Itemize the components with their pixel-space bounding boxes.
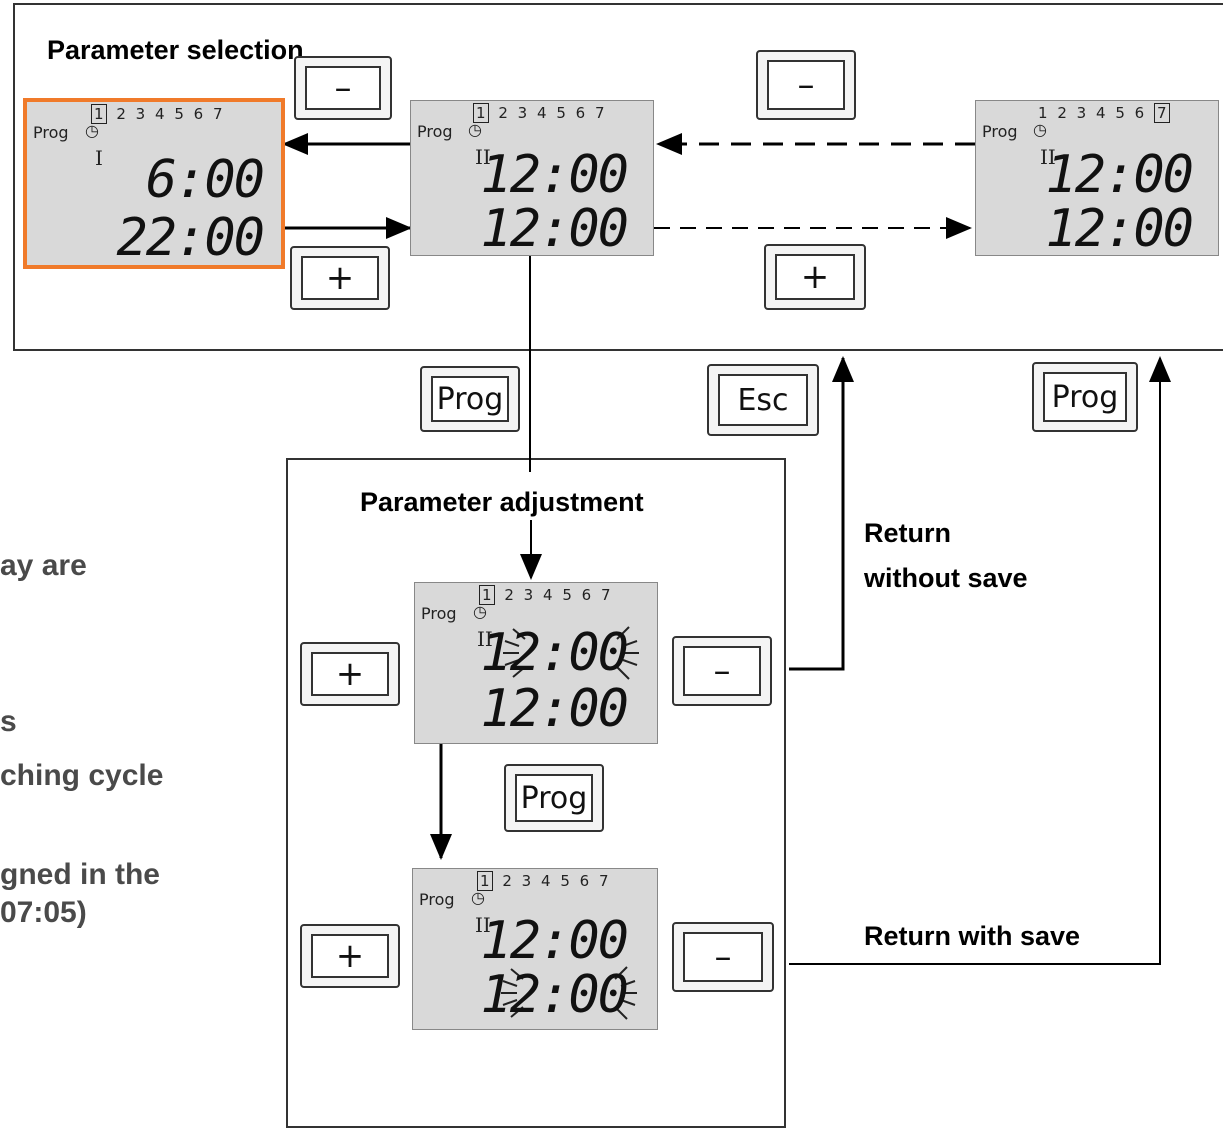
- return-without-save-label-line1: Return: [864, 518, 951, 548]
- clock-icon: ◷: [85, 123, 99, 140]
- side-text-4: gned in the: [0, 858, 160, 891]
- lcd-display-cycle-2: 1 2 3 4 5 6 7 Prog ◷ II 12:00 12:00: [410, 100, 654, 256]
- on-time: 12:00: [480, 145, 629, 205]
- lcd-display-adjust-off-time: 1 2 3 4 5 6 7 Prog ◷ II 12:00 12:00: [412, 868, 658, 1030]
- selected-day: 7: [1153, 103, 1170, 123]
- off-time: 12:00: [1045, 199, 1194, 259]
- prog-indicator: Prog: [33, 123, 69, 142]
- prog-indicator: Prog: [417, 122, 453, 141]
- off-time: 12:00: [480, 679, 629, 739]
- parameter-selection-panel: [13, 3, 1223, 351]
- cycle-indicator: I: [95, 146, 103, 170]
- prog-button-adjust[interactable]: Prog: [504, 764, 604, 832]
- parameter-adjustment-label: Parameter adjustment: [360, 487, 644, 517]
- lcd-display-adjust-on-time: 1 2 3 4 5 6 7 Prog ◷ II 12:00 12:00: [414, 582, 658, 744]
- prog-button-save[interactable]: Prog: [1032, 362, 1138, 432]
- return-with-save-label: Return with save: [864, 921, 1081, 951]
- on-time: 12:00: [1045, 145, 1194, 205]
- on-time: 12:00: [480, 911, 629, 971]
- side-text-5: 07:05): [0, 896, 87, 929]
- selected-day: 1: [473, 103, 489, 123]
- lcd-display-day-7: 1 2 3 4 5 6 7 Prog ◷ II 12:00 12:00: [975, 100, 1219, 256]
- side-text-2: s: [0, 705, 17, 738]
- plus-button-adjust-1[interactable]: +: [300, 642, 400, 706]
- weekday-row: 1 2 3 4 5 6 7: [473, 103, 605, 123]
- clock-icon: ◷: [473, 604, 487, 621]
- return-without-save-label-line2: without save: [864, 563, 1028, 593]
- prog-button-enter[interactable]: Prog: [420, 366, 520, 432]
- off-time: 22:00: [116, 208, 265, 268]
- plus-button-left[interactable]: +: [290, 246, 390, 310]
- parameter-selection-label: Parameter selection: [47, 35, 304, 65]
- blink-rays-icon: [501, 966, 637, 1020]
- clock-icon: ◷: [471, 890, 485, 907]
- side-text-1: ay are: [0, 549, 87, 582]
- minus-button-adjust-2[interactable]: –: [672, 922, 774, 992]
- selected-day: 1: [477, 871, 493, 891]
- blink-rays-icon: [503, 626, 639, 680]
- off-time-blinking: 12:00: [480, 965, 629, 1025]
- prog-indicator: Prog: [421, 604, 457, 623]
- selected-day: 1: [91, 104, 107, 124]
- clock-icon: ◷: [468, 122, 482, 139]
- cycle-indicator: II: [1040, 145, 1056, 169]
- weekday-row: 1 2 3 4 5 6 7: [91, 104, 223, 124]
- on-time-blinking: 12:00: [480, 623, 629, 683]
- minus-button-adjust-1[interactable]: –: [672, 636, 772, 706]
- clock-icon: ◷: [1033, 122, 1047, 139]
- selected-day: 1: [479, 585, 495, 605]
- cycle-indicator: II: [477, 627, 493, 651]
- lcd-display-cycle-1: 1 2 3 4 5 6 7 Prog ◷ I 6:00 22:00: [23, 98, 285, 269]
- minus-button-right[interactable]: –: [756, 50, 856, 120]
- prog-indicator: Prog: [419, 890, 455, 909]
- plus-button-right[interactable]: +: [764, 244, 866, 310]
- return-without-save-line: [789, 356, 854, 671]
- esc-button[interactable]: Esc: [707, 364, 819, 436]
- weekday-row: 1 2 3 4 5 6 7: [479, 585, 611, 605]
- plus-button-adjust-2[interactable]: +: [300, 924, 400, 988]
- cycle-indicator: II: [475, 145, 491, 169]
- minus-button-left[interactable]: –: [294, 56, 392, 120]
- return-with-save-line: [789, 356, 1171, 965]
- side-text-3: ching cycle: [0, 759, 164, 792]
- prog-indicator: Prog: [982, 122, 1018, 141]
- off-time: 12:00: [480, 199, 629, 259]
- cycle-indicator: II: [475, 913, 491, 937]
- weekday-row: 1 2 3 4 5 6 7: [1038, 103, 1170, 123]
- on-time: 6:00: [145, 150, 265, 210]
- weekday-row: 1 2 3 4 5 6 7: [477, 871, 609, 891]
